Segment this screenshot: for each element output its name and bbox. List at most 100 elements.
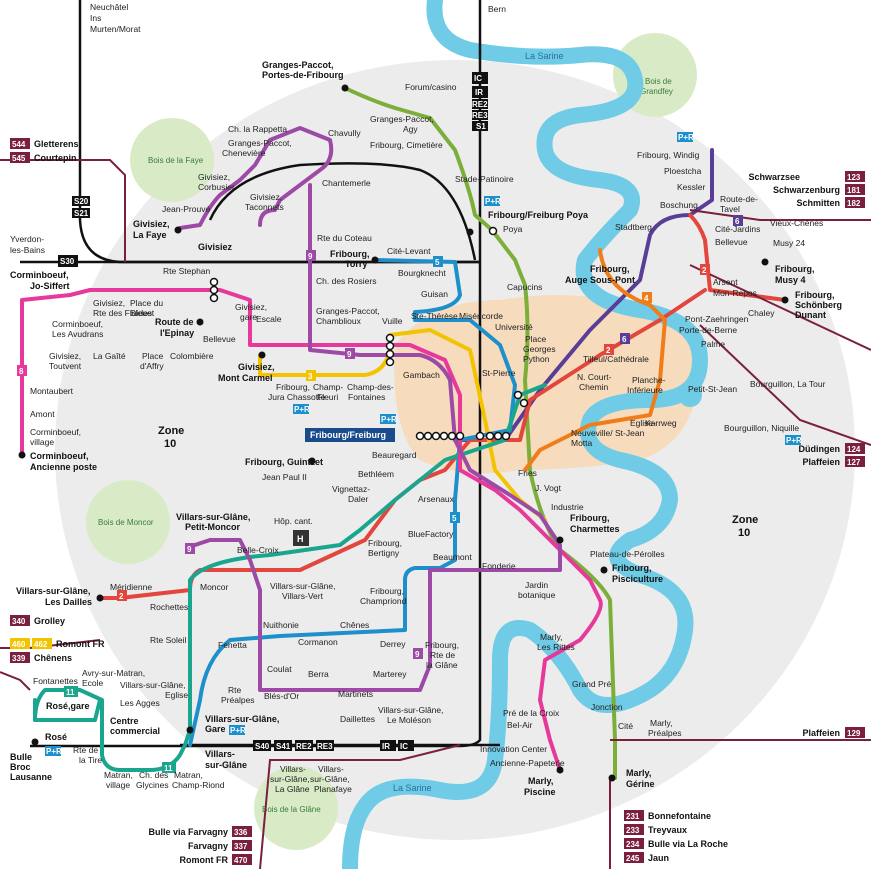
svg-text:337: 337 — [234, 842, 248, 851]
badge-re2b: RE2 — [296, 742, 312, 751]
svg-text:6: 6 — [622, 335, 627, 344]
svg-text:Eglise: Eglise — [165, 690, 188, 700]
svg-text:Granges-Paccot,: Granges-Paccot, — [262, 60, 334, 70]
svg-text:Palme: Palme — [701, 339, 725, 349]
svg-text:Forum/casino: Forum/casino — [405, 82, 457, 92]
svg-text:Auge Sous-Pont: Auge Sous-Pont — [565, 275, 635, 285]
svg-text:Ploestcha: Ploestcha — [664, 166, 702, 176]
svg-text:Gare: Gare — [205, 724, 226, 734]
svg-text:460: 460 — [12, 640, 26, 649]
svg-text:Centre: Centre — [110, 716, 139, 726]
svg-text:Les Rittes: Les Rittes — [537, 642, 575, 652]
svg-text:Jaun: Jaun — [648, 853, 669, 863]
badge-s1: S1 — [476, 122, 486, 131]
svg-text:Villars-sur-Glâne,: Villars-sur-Glâne, — [378, 705, 444, 715]
svg-text:Romont FR: Romont FR — [180, 855, 229, 865]
svg-text:Chênens: Chênens — [34, 653, 72, 663]
zone-left-b: 10 — [164, 438, 176, 450]
svg-text:BlueFactory: BlueFactory — [408, 529, 454, 539]
svg-text:Ste-Thérèse: Ste-Thérèse — [411, 311, 458, 321]
svg-text:Villars-sur-Glâne,: Villars-sur-Glâne, — [120, 680, 186, 690]
svg-text:Fribourg, Cimetière: Fribourg, Cimetière — [370, 140, 443, 150]
svg-text:Hôp. cant.: Hôp. cant. — [274, 516, 313, 526]
svg-text:Bulle via Farvagny: Bulle via Farvagny — [148, 827, 228, 837]
svg-text:botanique: botanique — [518, 590, 556, 600]
svg-text:Route de: Route de — [155, 317, 194, 327]
svg-text:Bertigny: Bertigny — [368, 548, 400, 558]
rail-neuchatel-b: Ins — [90, 13, 101, 23]
svg-text:6: 6 — [735, 217, 740, 226]
svg-text:233: 233 — [626, 826, 640, 835]
svg-text:Ch. des: Ch. des — [139, 770, 168, 780]
svg-text:Rte Stephan: Rte Stephan — [163, 266, 211, 276]
svg-text:la Glâne: la Glâne — [426, 660, 458, 670]
svg-text:Blés-d'Or: Blés-d'Or — [264, 691, 299, 701]
park-bois-glane — [254, 766, 338, 850]
svg-text:Fontaines: Fontaines — [348, 392, 385, 402]
svg-text:Musy 24: Musy 24 — [773, 238, 805, 248]
main-station-label: Fribourg/Freiburg — [310, 430, 386, 440]
svg-text:470: 470 — [234, 856, 248, 865]
svg-text:Route-de-: Route-de- — [720, 194, 758, 204]
svg-text:Rte Soleil: Rte Soleil — [150, 635, 186, 645]
badge-s20: S20 — [74, 197, 89, 206]
svg-text:Fenetta: Fenetta — [218, 640, 247, 650]
svg-text:La Glâne: La Glâne — [275, 784, 310, 794]
svg-text:P+R: P+R — [786, 436, 802, 445]
svg-text:Schönberg: Schönberg — [795, 300, 842, 310]
svg-text:Ch. la Rappetta: Ch. la Rappetta — [228, 124, 287, 134]
main-station-box[interactable] — [305, 428, 395, 442]
svg-text:Chenevière: Chenevière — [222, 148, 266, 158]
svg-text:Jonction: Jonction — [591, 702, 623, 712]
svg-text:Fribourg,: Fribourg, — [795, 290, 835, 300]
svg-text:Fribourg,: Fribourg, — [330, 249, 370, 259]
svg-text:Arsent: Arsent — [713, 277, 738, 287]
svg-text:Grolley: Grolley — [34, 616, 65, 626]
svg-text:Bellevue: Bellevue — [203, 334, 236, 344]
svg-text:Grand Pré: Grand Pré — [572, 679, 611, 689]
svg-text:Bethléem: Bethléem — [358, 469, 394, 479]
svg-text:Vieux-Chênes: Vieux-Chênes — [770, 218, 823, 228]
svg-text:Ecole: Ecole — [82, 678, 104, 688]
svg-text:Martinets: Martinets — [338, 689, 373, 699]
svg-text:Nuithonie: Nuithonie — [263, 620, 299, 630]
svg-text:Bellevue: Bellevue — [715, 237, 748, 247]
svg-text:P+R: P+R — [46, 747, 62, 756]
park-moncor-label: Bois de Moncor — [98, 518, 154, 527]
svg-text:Jean Paul II: Jean Paul II — [262, 472, 307, 482]
svg-text:2: 2 — [606, 346, 611, 355]
svg-text:Mon-Repos: Mon-Repos — [713, 288, 757, 298]
svg-text:Karrweg: Karrweg — [645, 418, 677, 428]
regional-right: Schwarzsee 123 Schwarzenburg 181 Schmitt… — [748, 171, 865, 738]
svg-text:Corminboeuf,: Corminboeuf, — [10, 270, 69, 280]
svg-text:Marly,: Marly, — [528, 776, 553, 786]
svg-text:village: village — [30, 437, 54, 447]
svg-text:Courtepin: Courtepin — [34, 153, 77, 163]
svg-text:l'Epinay: l'Epinay — [160, 328, 194, 338]
svg-text:Stade-Patinoire: Stade-Patinoire — [455, 174, 514, 184]
svg-text:Ancienne poste: Ancienne poste — [30, 462, 97, 472]
svg-text:544: 544 — [12, 140, 26, 149]
svg-text:336: 336 — [234, 828, 248, 837]
zone-right-a: Zone — [732, 514, 758, 526]
svg-text:Rochettes: Rochettes — [150, 602, 188, 612]
svg-text:Fribourg,: Fribourg, — [775, 264, 815, 274]
svg-text:sur-Glâne: sur-Glâne — [205, 760, 247, 770]
svg-text:Chaley: Chaley — [748, 308, 775, 318]
svg-text:11: 11 — [66, 688, 75, 697]
svg-text:462: 462 — [34, 640, 48, 649]
svg-text:Ancienne-Papeterie: Ancienne-Papeterie — [490, 758, 565, 768]
svg-text:Capucins: Capucins — [507, 282, 542, 292]
svg-text:Berra: Berra — [308, 669, 329, 679]
svg-text:Bel-Air: Bel-Air — [507, 720, 533, 730]
svg-text:Givisiez,: Givisiez, — [238, 362, 275, 372]
svg-text:Villars-Vert: Villars-Vert — [282, 591, 324, 601]
svg-text:Les Avudrans: Les Avudrans — [52, 329, 103, 339]
svg-text:Beauregard: Beauregard — [372, 450, 417, 460]
svg-text:P+R: P+R — [485, 197, 501, 206]
svg-text:La Gaîté: La Gaîté — [93, 351, 126, 361]
svg-text:Planafaye: Planafaye — [314, 784, 352, 794]
svg-text:Belle-Croix: Belle-Croix — [237, 545, 279, 555]
svg-text:d'Affry: d'Affry — [140, 361, 164, 371]
svg-text:Granges-Paccot,: Granges-Paccot, — [228, 138, 292, 148]
